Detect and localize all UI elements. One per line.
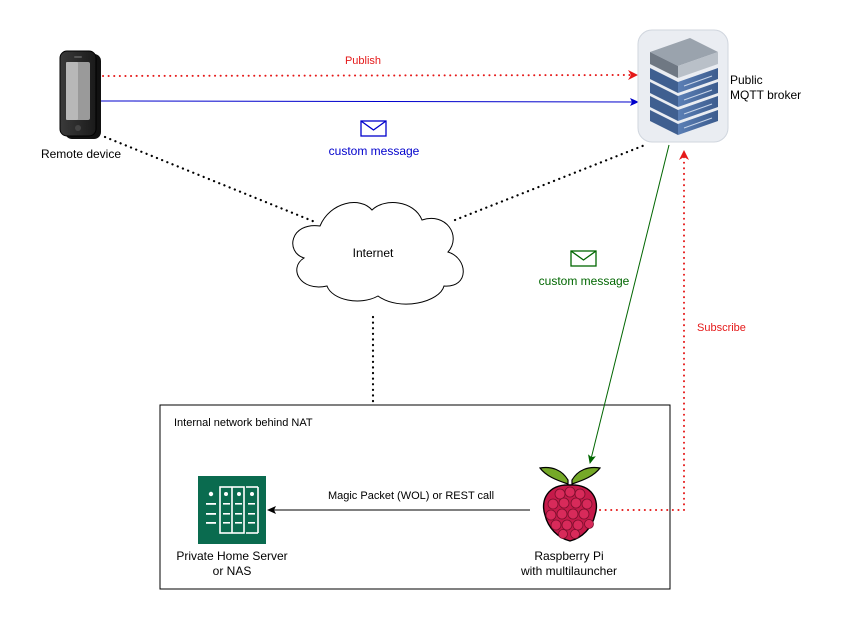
raspberry-pi-icon	[538, 466, 602, 542]
internal-network-box: Internal network behind NAT	[159, 404, 671, 590]
home-server-node[interactable]: Private Home Server or NAS	[176, 476, 288, 578]
broker-node[interactable]: Public MQTT broker	[637, 29, 801, 143]
network-box-label: Internal network behind NAT	[174, 417, 313, 429]
custom-message-blue-label: custom message	[329, 144, 420, 158]
raspberry-label-line1: Raspberry Pi	[534, 549, 603, 563]
server-rack-icon	[637, 29, 729, 143]
raspberry-pi-node[interactable]: Raspberry Pi with multilauncher	[520, 466, 617, 579]
envelope-icon	[570, 250, 597, 267]
edge-custom-message-green: custom message	[539, 144, 670, 464]
subscribe-label: Subscribe	[697, 322, 746, 334]
publish-label: Publish	[345, 55, 381, 67]
link-remote-to-internet	[103, 135, 317, 224]
edge-custom-message-blue: custom message	[100, 97, 639, 158]
remote-device-node[interactable]: Remote device	[41, 50, 121, 161]
envelope-icon	[360, 120, 387, 137]
home-server-label-line1: Private Home Server	[176, 549, 287, 563]
edge-magic-packet: Magic Packet (WOL) or REST call	[267, 490, 530, 514]
cloud-icon	[292, 202, 464, 305]
home-server-label-line2: or NAS	[213, 564, 252, 578]
edge-subscribe: Subscribe	[599, 150, 746, 511]
magic-packet-label: Magic Packet (WOL) or REST call	[328, 490, 494, 502]
broker-label-line2: MQTT broker	[730, 88, 801, 102]
remote-device-label: Remote device	[41, 147, 121, 161]
internet-links	[103, 135, 647, 407]
nas-server-icon	[198, 476, 266, 544]
internet-node[interactable]: Internet	[292, 202, 464, 305]
broker-label-line1: Public	[730, 73, 763, 87]
raspberry-label-line2: with multilauncher	[520, 564, 617, 578]
custom-message-green-label: custom message	[539, 274, 630, 288]
internet-label: Internet	[353, 246, 394, 260]
edge-publish: Publish	[102, 55, 638, 81]
smartphone-icon	[59, 50, 101, 139]
link-broker-to-internet	[453, 143, 647, 222]
